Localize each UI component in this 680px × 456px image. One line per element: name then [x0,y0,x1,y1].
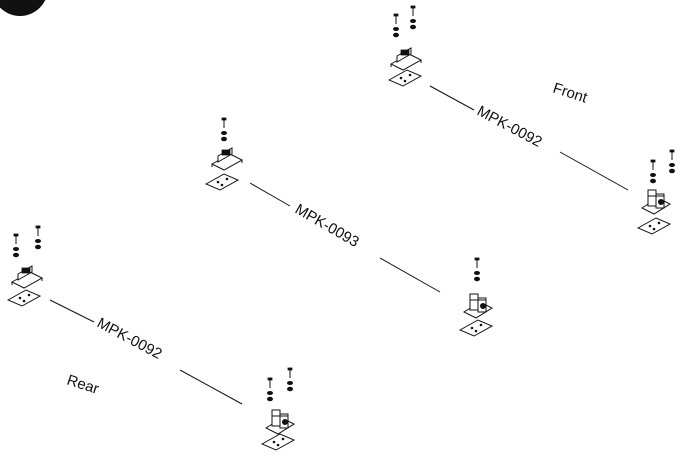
front-kit-line-right [559,151,629,191]
rear-kit-line-right [179,369,243,405]
middle-right-hardware [459,257,493,337]
rear-kit-label: MPK-0092 [94,315,165,363]
middle-kit-line-left [249,182,291,207]
front-left-hardware [388,5,422,87]
middle-left-hardware [205,117,243,191]
middle-kit-line-right [379,257,441,293]
rear-kit-line-left [49,299,95,323]
middle-kit-label: MPK-0093 [292,201,362,251]
rear-left-hardware [7,225,43,307]
front-kit-label: MPK-0092 [474,103,545,151]
front-kit-line-left [429,85,475,111]
rear-right-hardware [261,367,295,451]
rear-label: Rear [65,372,101,398]
front-right-hardware [637,149,676,235]
front-label: Front [551,80,590,107]
step-badge [0,0,46,16]
